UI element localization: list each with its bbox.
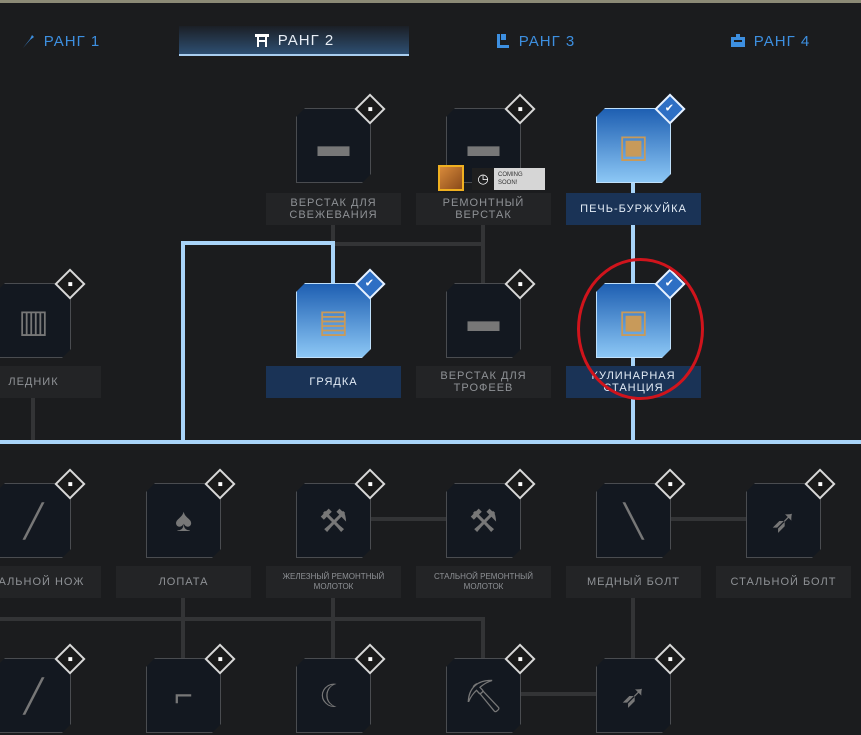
tab-label: РАНГ 3 xyxy=(518,32,576,50)
connector xyxy=(331,598,335,658)
tab-label: РАНГ 1 xyxy=(43,32,101,50)
node-item-12[interactable]: ➶ xyxy=(746,483,821,558)
annotation-circle xyxy=(577,258,704,400)
drill-icon xyxy=(496,34,509,48)
top-border xyxy=(0,0,861,3)
node-item-16[interactable]: ⛏ xyxy=(446,658,521,733)
clock-icon: ◷ xyxy=(472,168,494,190)
node-label[interactable]: СТАЛЬНОЙ РЕМОНТНЫЙ МОЛОТОК xyxy=(416,566,551,598)
node-label[interactable]: СТАЛЬНОЙ БОЛТ xyxy=(716,566,851,598)
node-item-3[interactable]: ▥ xyxy=(0,283,71,358)
node-item-9[interactable]: ⚒ xyxy=(296,483,371,558)
node-item-7[interactable]: ╱ xyxy=(0,483,71,558)
node-item-11[interactable]: ╲ xyxy=(596,483,671,558)
item-image-icon: ☾ xyxy=(319,677,348,714)
node-item-4[interactable]: ▤ xyxy=(296,283,371,358)
node-label[interactable]: ВЕРСТАК ДЛЯ ТРОФЕЕВ xyxy=(416,366,551,398)
node-item-10[interactable]: ⚒ xyxy=(446,483,521,558)
tab-rank-1[interactable]: РАНГ 1 xyxy=(10,26,110,56)
item-image-icon: ➶ xyxy=(770,502,797,539)
tab-label: РАНГ 4 xyxy=(753,32,811,50)
item-image-icon: ▬ xyxy=(467,127,500,163)
node-label[interactable]: ЛОПАТА xyxy=(116,566,251,598)
node-label[interactable]: СТАЛЬНОЙ НОЖ xyxy=(0,566,101,598)
connector xyxy=(0,617,485,621)
item-image-icon: ▣ xyxy=(618,127,649,164)
connector xyxy=(333,242,485,246)
tab-rank-2[interactable]: РАНГ 2 xyxy=(179,26,409,56)
connector-unlocked xyxy=(0,440,861,444)
item-image-icon: ♠ xyxy=(175,502,192,538)
tab-rank-4[interactable]: РАНГ 4 xyxy=(715,26,825,56)
connector xyxy=(31,398,35,440)
node-item-17[interactable]: ➶ xyxy=(596,658,671,733)
node-label[interactable]: ПЕЧЬ-БУРЖУЙКА xyxy=(566,193,701,225)
connector xyxy=(670,517,746,521)
connector-unlocked xyxy=(181,241,335,245)
connector-unlocked xyxy=(331,241,335,284)
node-item-15[interactable]: ☾ xyxy=(296,658,371,733)
item-image-icon: ▬ xyxy=(317,127,350,163)
node-label[interactable]: ГРЯДКА xyxy=(266,366,401,398)
node-label[interactable]: ВЕРСТАК ДЛЯ СВЕЖЕВАНИЯ xyxy=(266,193,401,225)
book-icon xyxy=(438,165,464,191)
node-item-8[interactable]: ♠ xyxy=(146,483,221,558)
item-image-icon: ⌐ xyxy=(174,677,193,713)
coming-soon-badge: ◷ COMING SOON! xyxy=(472,168,545,190)
item-image-icon: ▬ xyxy=(467,302,500,338)
item-image-icon: ╱ xyxy=(23,677,44,714)
item-image-icon: ⚒ xyxy=(469,502,498,539)
node-item-0[interactable]: ▬ xyxy=(296,108,371,183)
item-image-icon: ⚒ xyxy=(319,502,348,539)
item-image-icon: ▤ xyxy=(318,302,349,339)
node-item-14[interactable]: ⌐ xyxy=(146,658,221,733)
coming-soon-text: COMING SOON! xyxy=(498,172,523,186)
node-item-13[interactable]: ╱ xyxy=(0,658,71,733)
node-label[interactable]: МЕДНЫЙ БОЛТ xyxy=(566,566,701,598)
node-label[interactable]: РЕМОНТНЫЙ ВЕРСТАК xyxy=(416,193,551,225)
node-item-2[interactable]: ▣ xyxy=(596,108,671,183)
node-label[interactable]: ЛЕДНИК xyxy=(0,366,101,398)
connector xyxy=(331,224,335,244)
connector xyxy=(370,517,446,521)
connector xyxy=(631,598,635,658)
tab-rank-3[interactable]: РАНГ 3 xyxy=(480,26,590,56)
item-image-icon: ⛏ xyxy=(463,677,504,714)
connector xyxy=(481,617,485,658)
connector-unlocked xyxy=(181,241,185,443)
item-image-icon: ➶ xyxy=(620,677,647,714)
connector xyxy=(520,692,598,696)
node-item-5[interactable]: ▬ xyxy=(446,283,521,358)
connector xyxy=(181,598,185,658)
node-label[interactable]: ЖЕЛЕЗНЫЙ РЕМОНТНЫЙ МОЛОТОК xyxy=(266,566,401,598)
tab-label: РАНГ 2 xyxy=(277,31,335,49)
tool-icon xyxy=(22,35,34,48)
item-image-icon: ╲ xyxy=(623,502,644,539)
item-image-icon: ╱ xyxy=(23,502,44,539)
item-image-icon: ▥ xyxy=(18,302,49,339)
machine-icon xyxy=(730,34,745,47)
workbench-icon xyxy=(254,34,269,47)
connector xyxy=(481,224,485,284)
